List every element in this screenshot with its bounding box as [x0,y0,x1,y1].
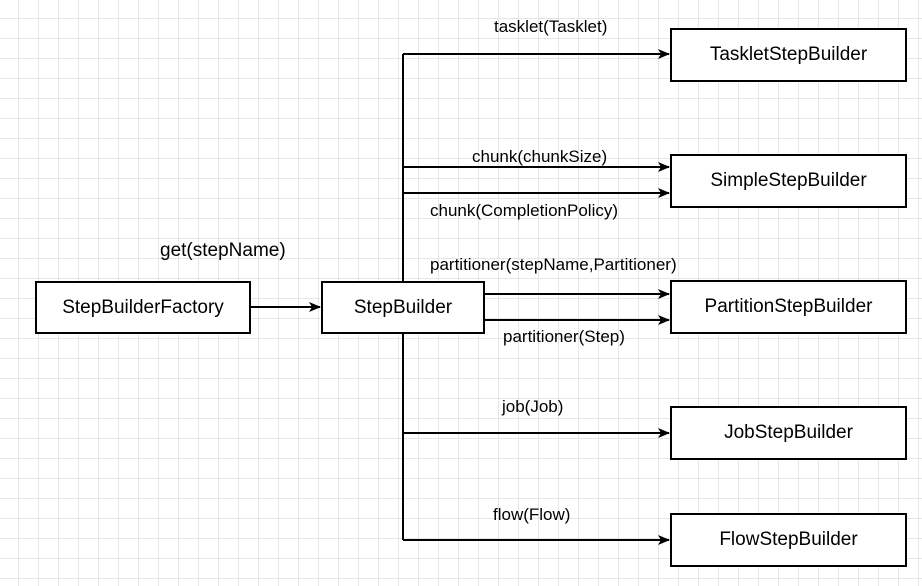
label-tasklet: tasklet(Tasklet) [494,17,608,36]
label-chunk-size: chunk(chunkSize) [472,147,608,166]
label-flow: flow(Flow) [493,505,571,524]
node-partition-step-builder[interactable]: PartitionStepBuilder [670,280,907,334]
node-job-step-builder[interactable]: JobStepBuilder [670,406,907,460]
node-step-builder[interactable]: StepBuilder [321,281,485,334]
label-job: job(Job) [502,397,564,416]
node-simple-step-builder[interactable]: SimpleStepBuilder [670,154,907,208]
label-chunk-policy: chunk(CompletionPolicy) [430,201,619,220]
node-step-builder-factory[interactable]: StepBuilderFactory [35,281,251,334]
label-partitioner-stepname: partitioner(stepName,Partitioner) [430,255,677,274]
node-tasklet-step-builder[interactable]: TaskletStepBuilder [670,28,907,82]
label-get-stepname: get(stepName) [160,240,286,261]
node-flow-step-builder[interactable]: FlowStepBuilder [670,513,907,567]
label-partitioner-step: partitioner(Step) [503,327,625,346]
